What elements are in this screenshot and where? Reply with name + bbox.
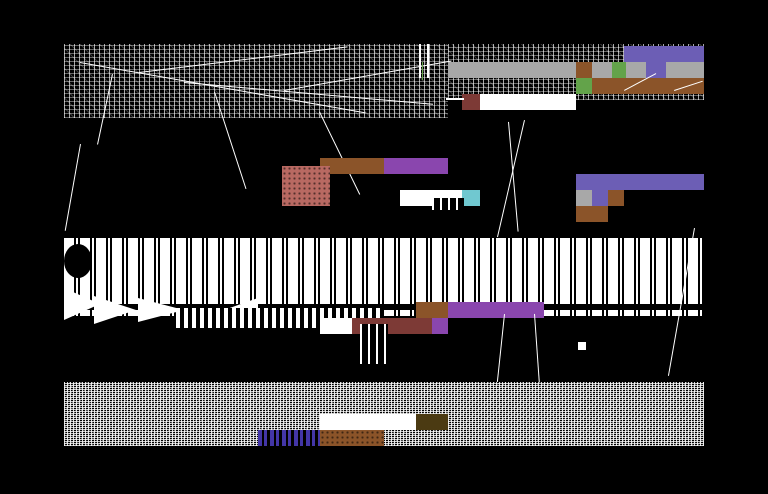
purple-bar xyxy=(448,302,544,318)
white-bar xyxy=(320,318,352,334)
grey-bar xyxy=(448,62,576,78)
brown-bar xyxy=(576,206,608,222)
small-stripe-strip xyxy=(432,198,464,210)
small-stripe-strip xyxy=(360,324,388,364)
brown-bar-pattern xyxy=(320,430,384,446)
upper-noise-band xyxy=(64,44,448,118)
glitch-line xyxy=(446,98,464,100)
glitch-line xyxy=(64,144,81,231)
dark-red-small-bar xyxy=(462,94,480,110)
glitch-line xyxy=(508,121,519,232)
white-pixel-mark xyxy=(578,342,586,350)
black-disc xyxy=(64,244,92,278)
purple-block xyxy=(432,318,448,334)
royal-blue-glitch xyxy=(258,430,320,446)
violet-bar xyxy=(576,174,704,190)
brown-bar xyxy=(416,302,448,318)
playfield[interactable] xyxy=(64,44,704,446)
violet-block xyxy=(592,190,608,206)
white-bar xyxy=(320,414,416,430)
brown-bar xyxy=(320,158,384,174)
green-block xyxy=(576,78,592,94)
glitch-line xyxy=(419,44,421,78)
white-bar xyxy=(480,94,576,110)
dark-brown-block xyxy=(416,414,448,430)
triangle-shape xyxy=(94,296,136,324)
glitch-line xyxy=(427,44,429,78)
grey-block xyxy=(576,190,592,206)
violet-bar xyxy=(624,46,704,62)
brown-block xyxy=(608,190,624,206)
purple-bar xyxy=(384,158,448,174)
mixed-colour-strip xyxy=(576,62,704,78)
glitch-line xyxy=(497,120,525,238)
salmon-block-pattern xyxy=(282,166,330,206)
green-glitch-mark xyxy=(422,62,423,80)
